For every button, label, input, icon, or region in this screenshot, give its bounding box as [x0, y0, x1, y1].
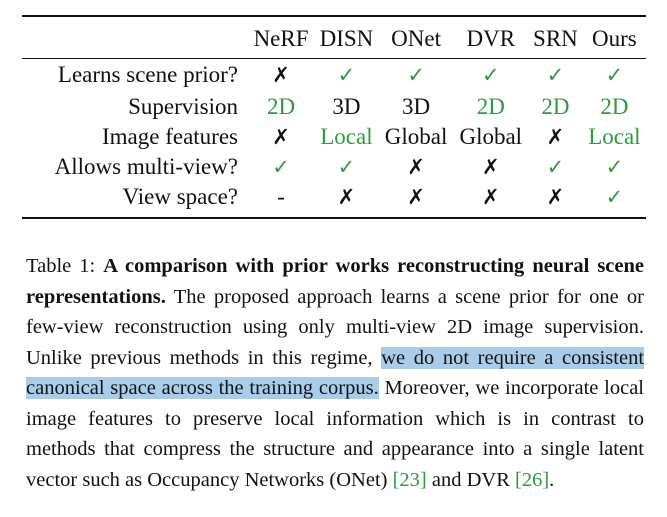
- table-cell: -: [277, 184, 285, 209]
- column-header: NeRF: [253, 26, 309, 51]
- table-bottom-rule: [22, 217, 646, 219]
- table-row: Supervision 2D 3D 3D 2D 2D 2D: [22, 92, 646, 122]
- header-corner: [22, 18, 248, 58]
- check-mark-icon: ✓: [546, 155, 565, 179]
- table-top-rule: [22, 15, 646, 17]
- check-mark-icon: ✓: [272, 155, 290, 179]
- check-mark-icon: ✓: [337, 155, 356, 179]
- cross-mark-icon: ✗: [481, 155, 500, 179]
- check-mark-icon: ✓: [337, 63, 356, 87]
- column-header: DISN: [319, 26, 374, 51]
- caption-text-continued: Moreover, we incorporate local image fea…: [26, 377, 644, 491]
- column-header: ONet: [391, 26, 441, 51]
- cross-mark-icon: ✗: [407, 155, 425, 179]
- table-cell: Global: [384, 124, 448, 149]
- table-header-rule: [22, 58, 646, 59]
- cross-mark-icon: ✗: [337, 185, 356, 209]
- check-mark-icon: ✓: [407, 63, 425, 87]
- cross-mark-icon: ✗: [546, 185, 565, 209]
- check-mark-icon: ✓: [481, 63, 500, 87]
- column-header: DVR: [466, 26, 516, 51]
- cross-mark-icon: ✗: [546, 125, 565, 149]
- row-label: Allows multi-view?: [54, 154, 238, 179]
- table-caption: Table 1: A comparison with prior works r…: [26, 251, 645, 495]
- table-cell: 3D: [332, 94, 361, 119]
- caption-text: The proposed approach learns a scene pri…: [26, 285, 644, 369]
- table-row: Learns scene prior? ✗ ✓ ✓ ✓ ✓ ✓: [22, 58, 646, 92]
- column-header: Ours: [592, 26, 637, 51]
- citation-link[interactable]: [23]: [392, 468, 427, 491]
- table-cell: Local: [588, 124, 641, 149]
- cross-mark-icon: ✗: [272, 125, 290, 149]
- table-row: View space? - ✗ ✗ ✗ ✗ ✓: [22, 182, 646, 212]
- cross-mark-icon: ✗: [481, 185, 500, 209]
- caption-bold-title: A comparison with prior works reconstruc…: [26, 255, 644, 308]
- comparison-table: NeRF DISN ONet DVR SRN Ours Learns scene…: [22, 18, 646, 212]
- column-header: SRN: [533, 26, 578, 51]
- table-cell: 2D: [266, 94, 296, 119]
- table-cell: 2D: [541, 94, 570, 119]
- caption-label: Table 1:: [26, 255, 96, 277]
- table-row: Allows multi-view? ✓ ✓ ✗ ✗ ✓ ✓: [22, 152, 646, 182]
- table-cell: 3D: [402, 94, 431, 119]
- table-cell: 2D: [476, 94, 505, 119]
- check-mark-icon: ✓: [605, 185, 624, 209]
- caption-end: .: [549, 468, 555, 491]
- check-mark-icon: ✓: [605, 63, 624, 87]
- citation-link[interactable]: [26]: [515, 468, 550, 491]
- table-cell: Local: [320, 124, 373, 149]
- row-label: Image features: [101, 124, 238, 149]
- table-cell: 2D: [600, 94, 629, 119]
- check-mark-icon: ✓: [605, 155, 624, 179]
- row-label: Learns scene prior?: [57, 62, 238, 87]
- table-header-row: NeRF DISN ONet DVR SRN Ours: [22, 18, 646, 58]
- table-row: Image features ✗ Local Global Global ✗ Local: [22, 122, 646, 152]
- row-label: Supervision: [128, 94, 238, 119]
- check-mark-icon: ✓: [546, 63, 565, 87]
- cross-mark-icon: ✗: [272, 63, 290, 87]
- cross-mark-icon: ✗: [407, 185, 425, 209]
- table-cell: Global: [459, 124, 523, 149]
- row-label: View space?: [122, 184, 238, 209]
- caption-text-mid: and DVR: [431, 468, 510, 491]
